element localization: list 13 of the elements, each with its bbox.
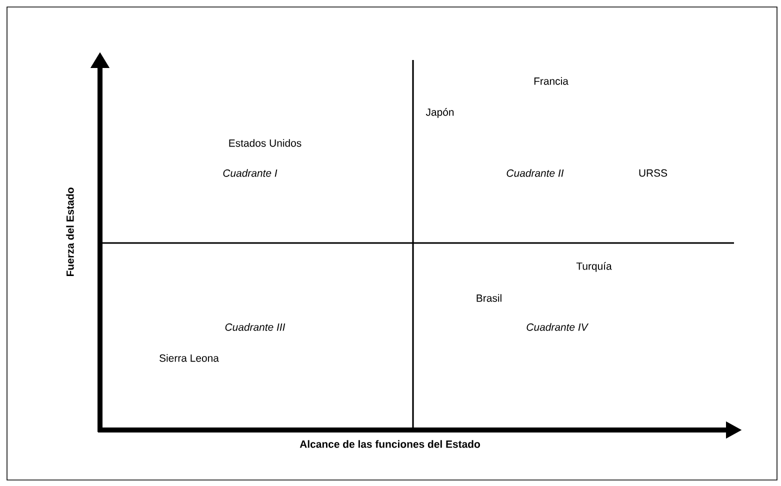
country-label: Turquía — [576, 262, 612, 272]
axis-title: Fuerza del Estado — [66, 188, 74, 276]
country-label: Brasil — [476, 294, 502, 302]
country-label: Francia — [534, 77, 568, 85]
quadrant-label: Cuadrante IV — [526, 323, 589, 331]
country-label: Sierra Leona — [160, 354, 219, 362]
quadrant-label: Cuadrante I — [223, 169, 278, 177]
axis-title: Alcance de las funciones del Estado — [300, 440, 480, 448]
country-label: URSS — [639, 169, 668, 177]
quadrant-label: Cuadrante II — [506, 169, 564, 177]
quadrant-label: Cuadrante III — [225, 323, 286, 331]
country-label: Estados Unidos — [229, 139, 302, 147]
country-label: Japón — [426, 108, 454, 118]
